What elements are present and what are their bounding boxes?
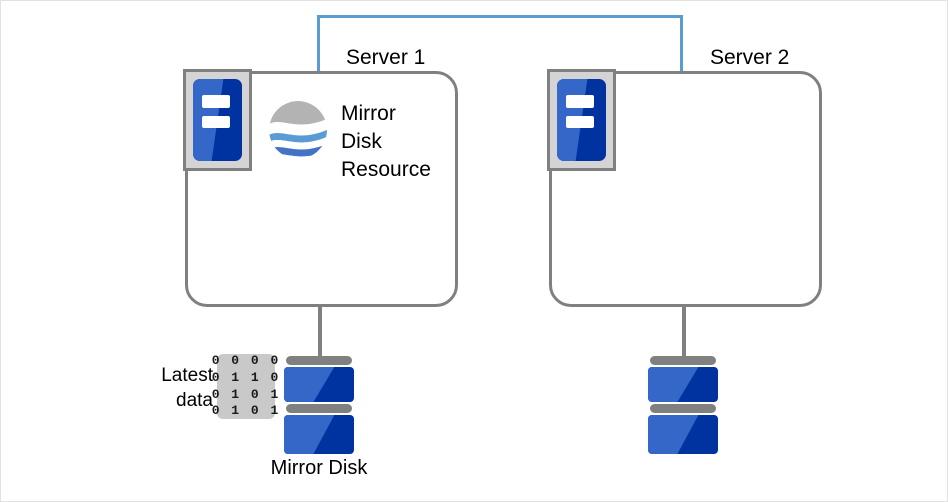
badge-row: 0 1 0 1 [211,403,281,419]
server-2-label: Server 2 [710,46,790,69]
server-icon-bar-top [201,95,231,108]
server-2-box [549,71,822,307]
server-icon-bar-bottom [201,115,231,129]
globe-icon [269,101,327,159]
mirror-disk-resource-label: Mirror Disk Resource [341,102,431,181]
network-link-drop-server1 [317,15,320,73]
server-1-disk-cable [318,306,322,360]
badge-row: 0 0 0 0 [211,353,281,369]
disk-block-lower [648,415,718,454]
badge-row: 0 1 0 1 [211,386,281,402]
server-1-label: Server 1 [346,46,426,69]
mirror-disk-label: Mirror Disk [270,457,368,479]
server-icon-bar-top [565,95,595,108]
disk-cap-top [286,356,352,365]
disk-block-upper [284,367,354,402]
disk-cap-middle [286,404,352,413]
network-link-drop-server2 [680,15,683,73]
latest-data-label: Latest data [161,365,213,411]
server-icon [547,69,616,171]
server-icon-bar-bottom [565,115,595,129]
network-link-horizontal [317,15,683,18]
disk-cap-middle [650,404,716,413]
badge-row: 0 1 1 0 [211,369,281,385]
disk-block-upper [648,367,718,402]
server-icon [183,69,252,171]
server-1-disk-stack [284,356,354,454]
server-2-disk-cable [682,306,686,360]
server-icon-body [193,79,242,161]
server-2-disk-stack [648,356,718,454]
latest-data-badge: 0 0 0 0 0 1 1 0 0 1 0 1 0 1 0 1 [212,353,278,419]
server-icon-body [557,79,606,161]
disk-block-lower [284,415,354,454]
disk-cap-top [650,356,716,365]
